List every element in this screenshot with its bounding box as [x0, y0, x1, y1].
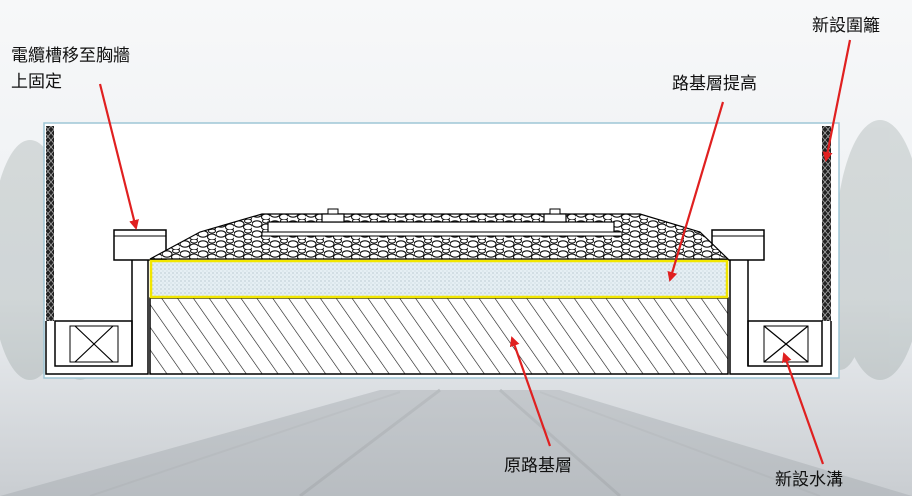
arrow-original-subgrade: [509, 336, 552, 447]
original-subgrade-layer: [149, 297, 729, 375]
label-cable-trough-line2: 上固定: [11, 72, 62, 92]
arrow-new-fence: [822, 39, 852, 162]
label-original-subgrade: 原路基層: [504, 456, 572, 476]
right-fence: [822, 126, 831, 321]
annotation-arrows: [98, 39, 852, 465]
raised-subgrade-layer: [149, 259, 729, 299]
label-new-drain: 新設水溝: [775, 470, 843, 490]
label-new-fence: 新設圍籬: [812, 16, 880, 36]
track-rails: [261, 208, 623, 237]
arrow-cable-trough: [98, 83, 139, 230]
arrow-new-drain: [781, 352, 825, 465]
arrow-subgrade-raise: [667, 101, 725, 282]
label-subgrade-raise: 路基層提高: [672, 74, 757, 94]
left-fence: [46, 126, 54, 321]
label-cable-trough-line1: 電纜槽移至胸牆: [11, 46, 130, 66]
left-cable-trough: [113, 229, 167, 261]
left-drain: [45, 260, 149, 375]
